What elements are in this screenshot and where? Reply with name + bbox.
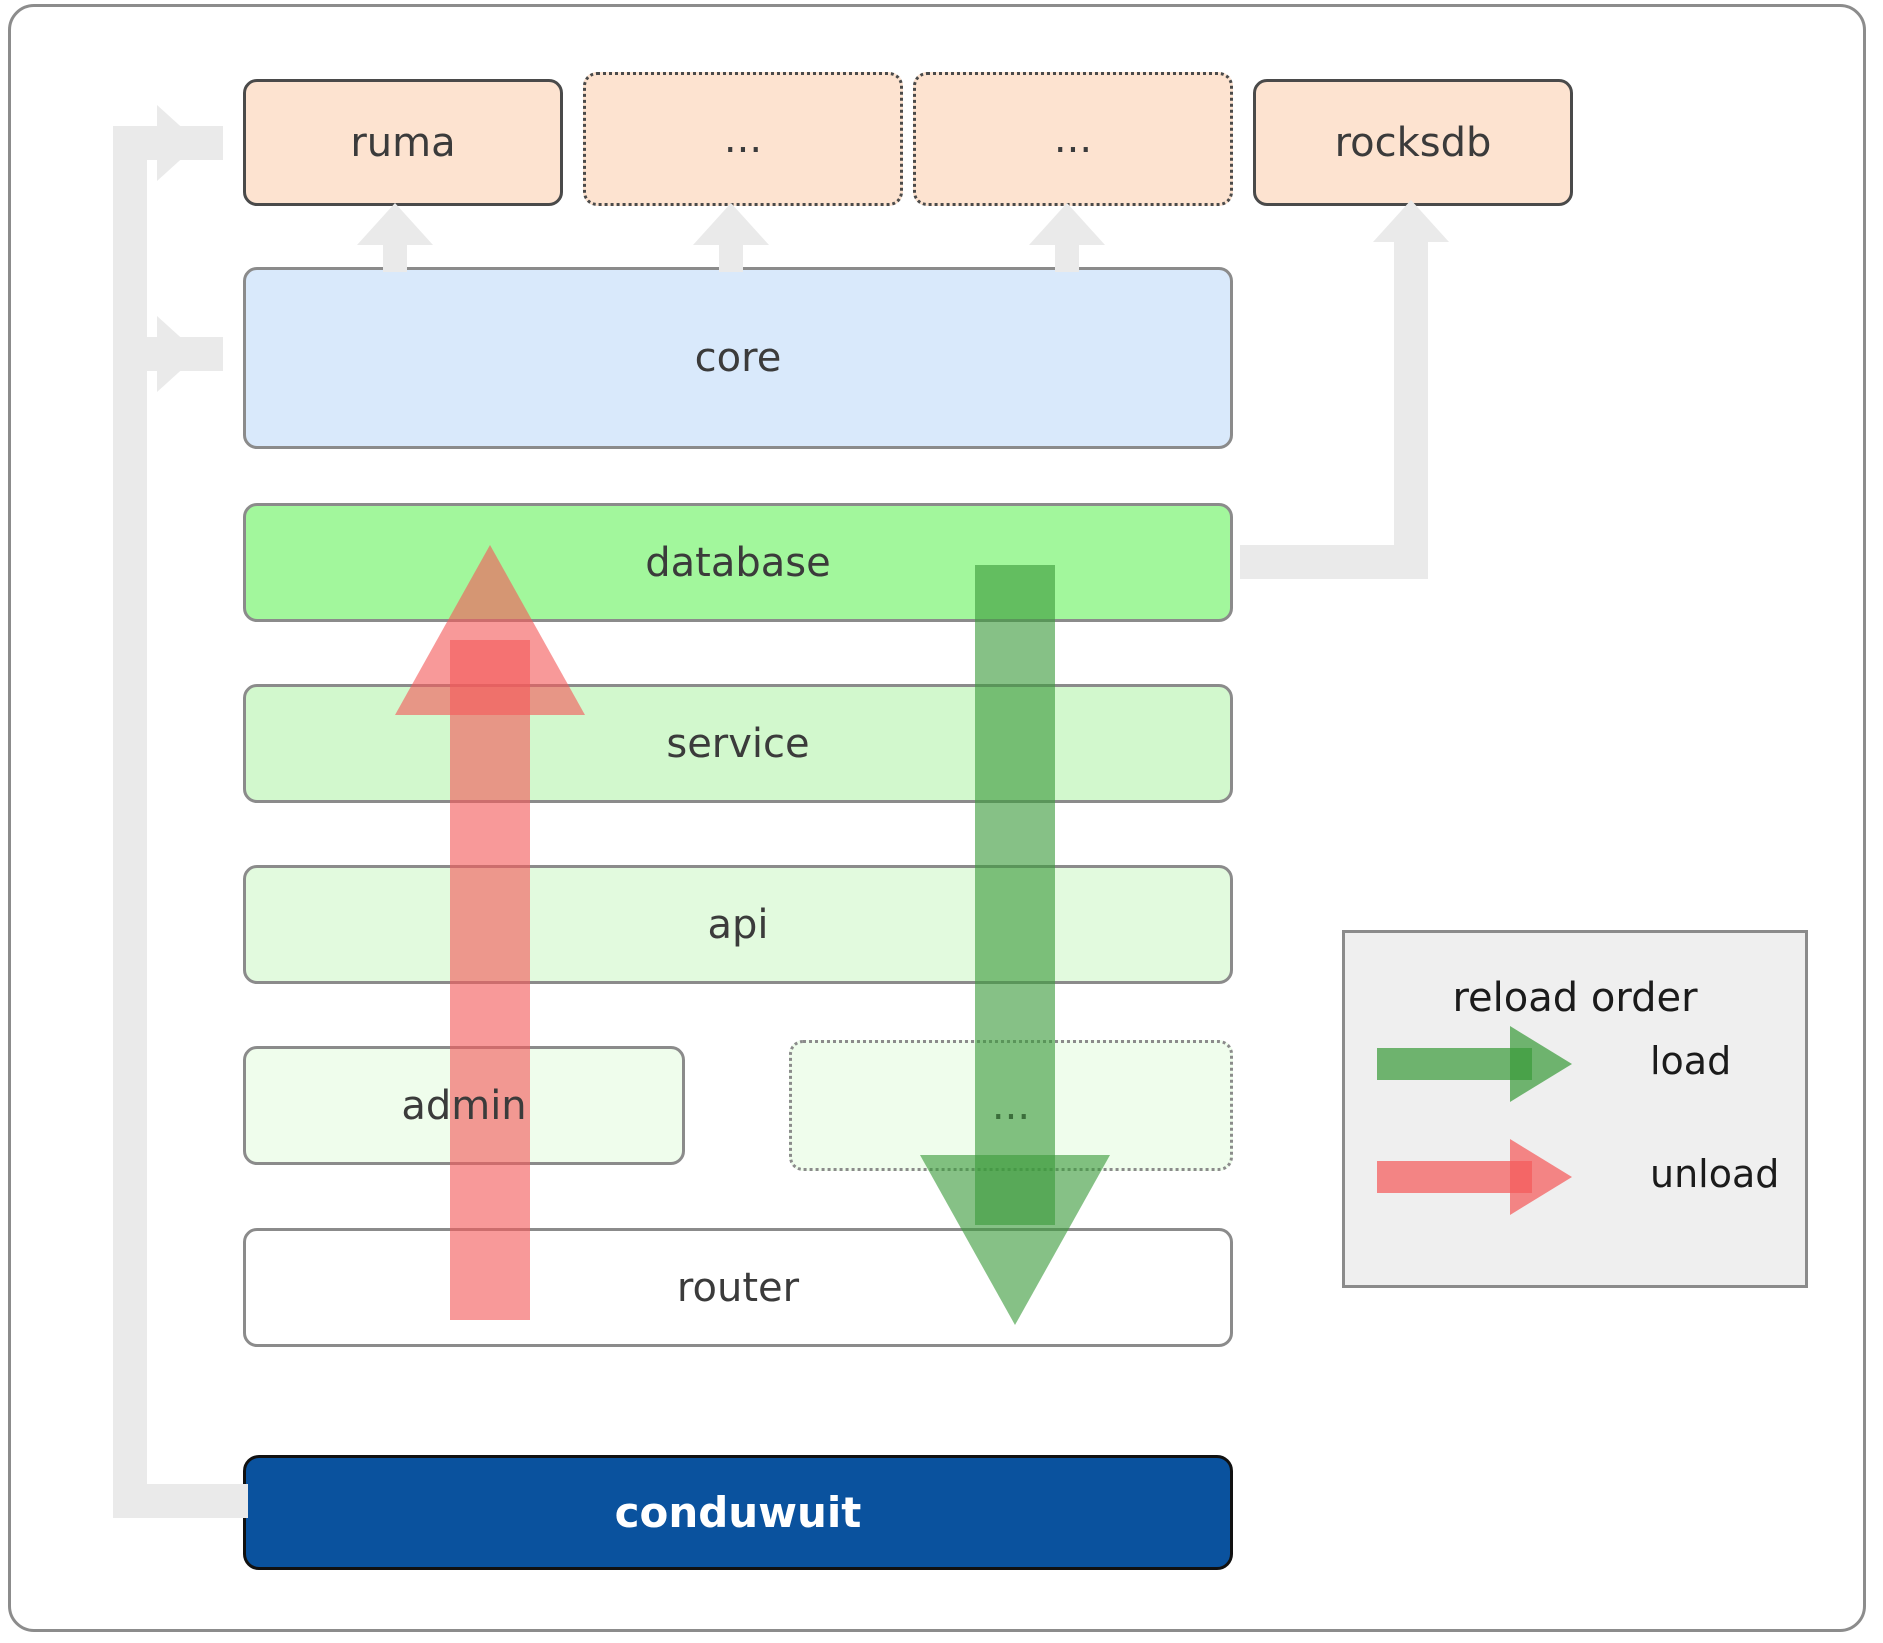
layer-box-core[interactable]: core	[243, 267, 1233, 449]
legend-title: reload order	[1452, 975, 1698, 1021]
legend-load-label: load	[1650, 1039, 1732, 1083]
layer-label: admin	[401, 1082, 527, 1129]
layer-box-api[interactable]: api	[243, 865, 1233, 984]
connector-branch-conduwuit	[113, 1484, 248, 1518]
connector-trunk-vertical	[113, 126, 147, 1518]
load-arrow-shaft	[975, 565, 1055, 1225]
connector-arrowhead-rocksdb	[1373, 200, 1449, 242]
legend-load-arrow-shaft	[1377, 1048, 1532, 1080]
unload-arrow-shaft	[450, 640, 530, 1320]
dependency-box-etc-2[interactable]: ...	[913, 72, 1233, 206]
dependency-label: ...	[723, 116, 763, 162]
legend-load-arrow-head	[1510, 1026, 1572, 1102]
legend-unload-arrow-shaft	[1377, 1161, 1532, 1193]
root-label: conduwuit	[614, 1488, 862, 1537]
connector-core-to-etc2-head	[1029, 203, 1105, 245]
dependency-label: rocksdb	[1334, 119, 1492, 166]
layer-label: database	[645, 539, 831, 586]
dependency-label: ...	[1053, 116, 1093, 162]
legend-panel: reload order load unload	[1342, 930, 1808, 1288]
layer-box-database[interactable]: database	[243, 503, 1233, 622]
layer-box-service[interactable]: service	[243, 684, 1233, 803]
unload-arrow-head	[395, 545, 585, 715]
connector-database-to-rocksdb-v	[1394, 240, 1428, 579]
dependency-box-ruma[interactable]: ruma	[243, 79, 563, 206]
layer-label: service	[666, 720, 810, 767]
legend-unload-label: unload	[1650, 1152, 1780, 1196]
layer-label: core	[694, 335, 782, 381]
load-arrow-head	[920, 1155, 1110, 1325]
connector-arrowhead-ruma	[157, 105, 199, 181]
dependency-box-etc-1[interactable]: ...	[583, 72, 903, 206]
layer-label: router	[676, 1264, 800, 1311]
connector-core-to-ruma-head	[357, 203, 433, 245]
layer-label: ...	[991, 1082, 1031, 1129]
layer-label: api	[707, 901, 769, 948]
diagram-frame	[8, 4, 1866, 1632]
dependency-box-rocksdb[interactable]: rocksdb	[1253, 79, 1573, 206]
legend-unload-arrow-head	[1510, 1139, 1572, 1215]
connector-arrowhead-core	[157, 316, 199, 392]
dependency-label: ruma	[350, 119, 456, 166]
root-box-conduwuit[interactable]: conduwuit	[243, 1455, 1233, 1570]
connector-core-to-etc1-head	[693, 203, 769, 245]
